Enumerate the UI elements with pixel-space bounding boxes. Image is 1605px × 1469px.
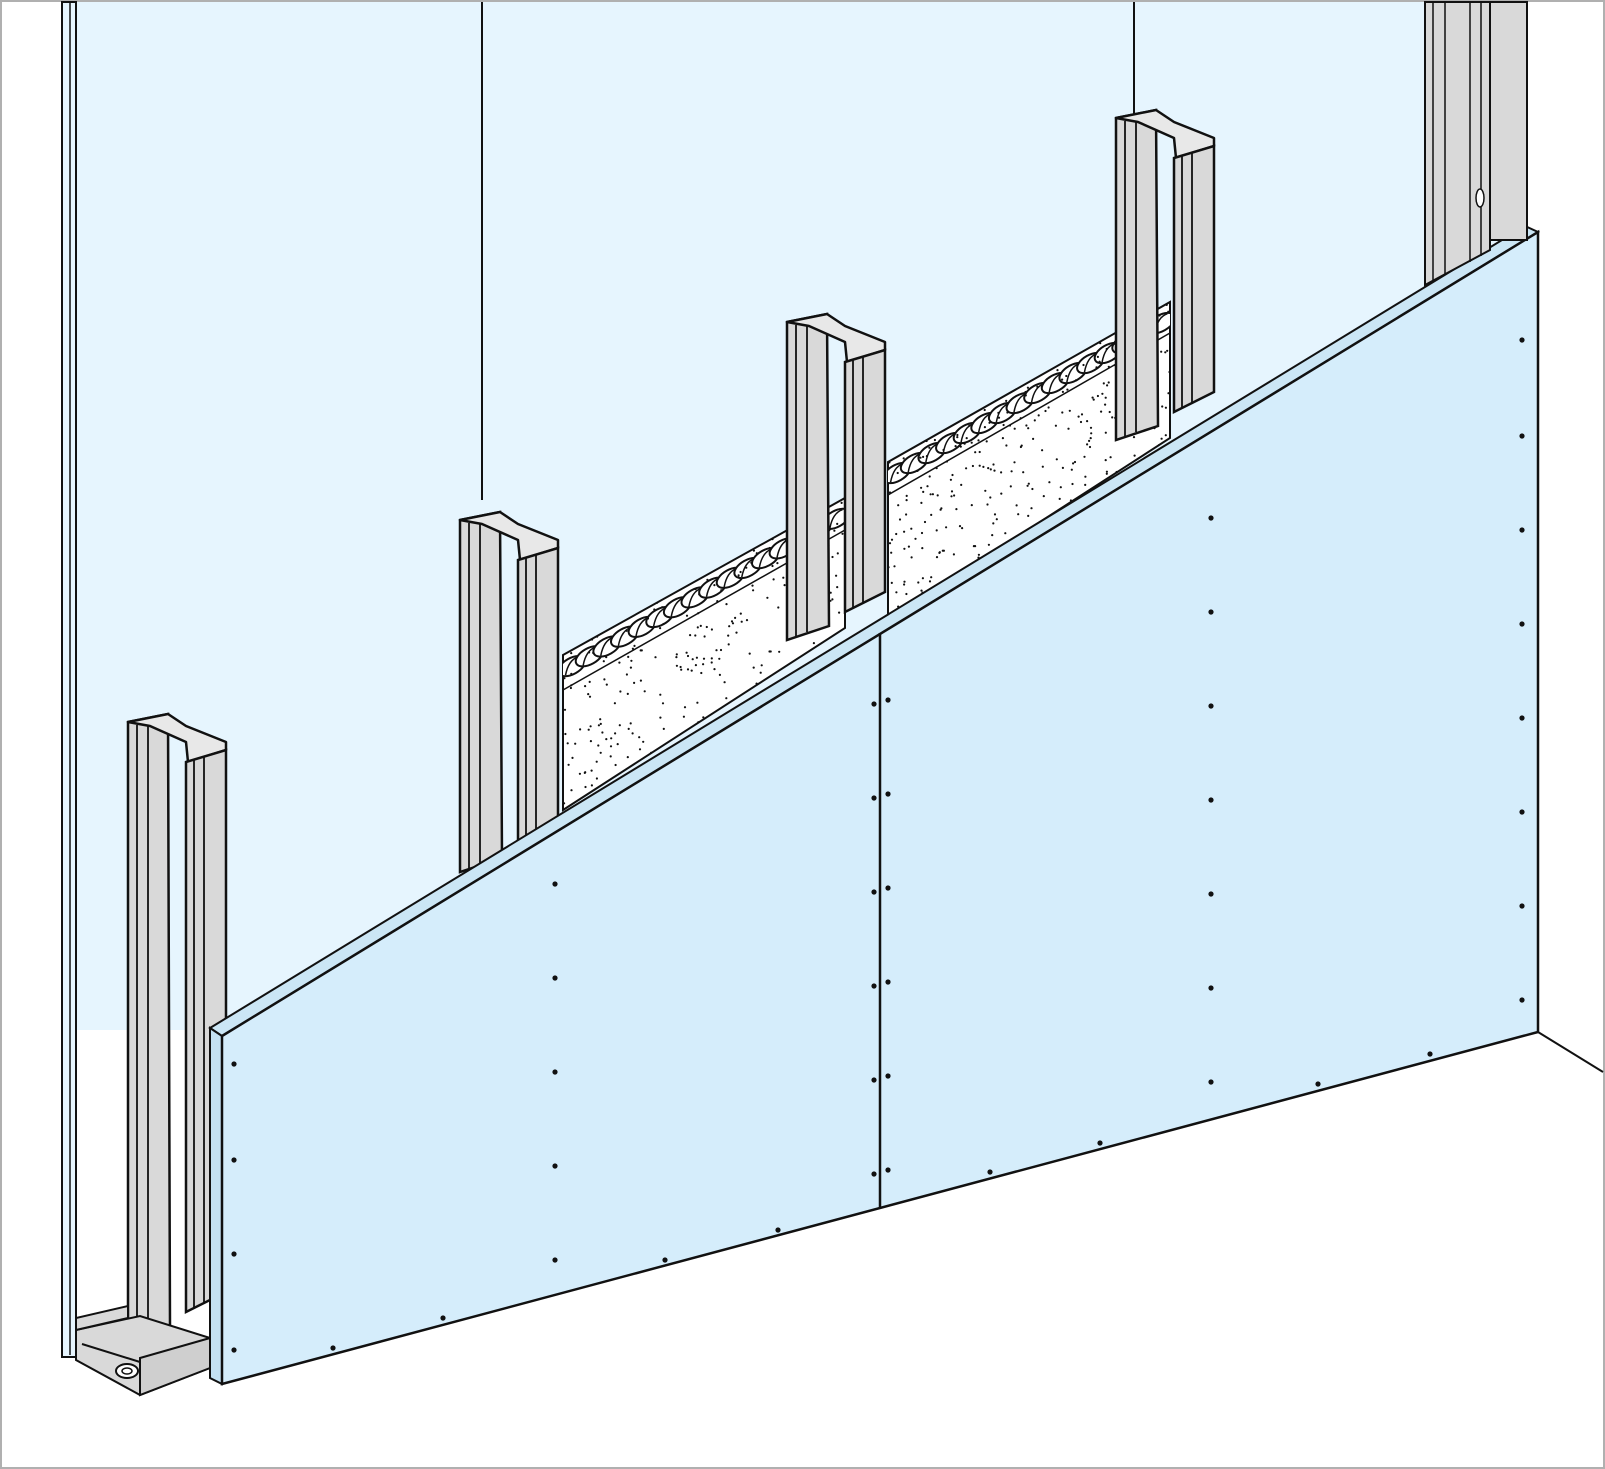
screw <box>885 1073 891 1079</box>
screw <box>552 975 558 981</box>
screw <box>1519 809 1525 815</box>
screw <box>1208 985 1214 991</box>
plasterboard <box>208 224 1541 1386</box>
steel-stud <box>126 712 228 1342</box>
screw <box>552 1257 558 1263</box>
screw <box>1519 527 1525 533</box>
floor-track <box>75 1304 211 1397</box>
screw <box>871 701 877 707</box>
steel-stud <box>458 510 560 874</box>
screw <box>987 1169 993 1175</box>
screw <box>1208 891 1214 897</box>
left-wall-edge <box>61 1 77 1358</box>
track-fixing-hole <box>115 1363 139 1379</box>
screw <box>1519 621 1525 627</box>
screw <box>1208 703 1214 709</box>
screw <box>231 1251 237 1257</box>
screw <box>871 889 877 895</box>
steel-stud-corner <box>1424 1 1528 287</box>
screw <box>440 1315 446 1321</box>
screw <box>775 1227 781 1233</box>
screw <box>871 983 877 989</box>
screw <box>1208 609 1214 615</box>
steel-stud <box>1114 108 1216 442</box>
screw <box>1315 1081 1321 1087</box>
steel-studs <box>126 108 1216 1342</box>
screw <box>1519 715 1525 721</box>
screw <box>885 885 891 891</box>
screw <box>1208 797 1214 803</box>
screw <box>231 1061 237 1067</box>
screw <box>871 795 877 801</box>
board-side-edge <box>209 1026 223 1386</box>
screw <box>231 1347 237 1353</box>
screw <box>885 791 891 797</box>
screw-fixings <box>231 337 1525 1353</box>
floor <box>76 1031 1604 1466</box>
screw <box>231 1157 237 1163</box>
screw <box>552 881 558 887</box>
screw <box>1427 1051 1433 1057</box>
screw <box>1519 997 1525 1003</box>
screw <box>885 1167 891 1173</box>
screw <box>662 1257 668 1263</box>
screw <box>1097 1140 1103 1146</box>
screw <box>330 1345 336 1351</box>
screw <box>1208 515 1214 521</box>
screw <box>1519 433 1525 439</box>
screw <box>552 1163 558 1169</box>
screw <box>1519 903 1525 909</box>
screw <box>871 1171 877 1177</box>
screw <box>552 1069 558 1075</box>
screw <box>1208 1079 1214 1085</box>
steel-stud <box>785 312 887 642</box>
screw <box>885 979 891 985</box>
screw <box>885 697 891 703</box>
screw <box>871 1077 877 1083</box>
screw <box>1519 337 1525 343</box>
